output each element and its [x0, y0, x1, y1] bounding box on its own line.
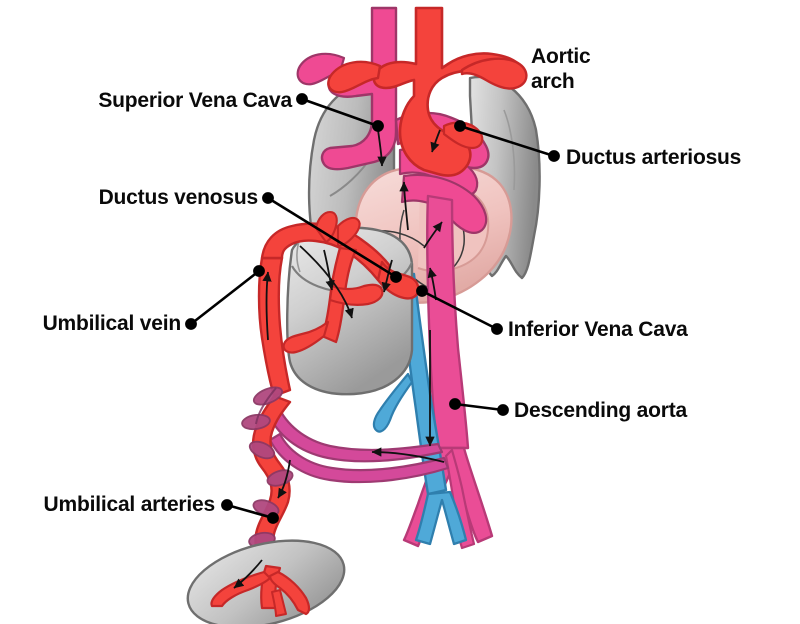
leader-ductus-venosus — [262, 192, 402, 283]
label-superior-vena-cava: Superior Vena Cava — [98, 89, 292, 112]
leader-umbilical-vein — [185, 265, 265, 330]
aortic-arch-vessel — [327, 6, 528, 177]
flow-arrows — [233, 129, 445, 589]
leader-lines — [185, 93, 560, 524]
label-aortic-arch-line2: arch — [531, 70, 575, 93]
label-umbilical-arteries: Umbilical arteries — [43, 493, 216, 516]
label-aortic-arch-line1: Aortic — [531, 45, 591, 68]
leader-umbilical-arteries — [221, 499, 279, 524]
leader-inferior-vena-cava — [416, 285, 503, 335]
label-inferior-vena-cava: Inferior Vena Cava — [508, 318, 688, 341]
label-descending-aorta: Descending aorta — [514, 399, 688, 422]
leader-descending-aorta — [449, 398, 509, 416]
label-umbilical-vein: Umbilical vein — [42, 312, 182, 335]
label-ductus-venosus: Ductus venosus — [98, 186, 259, 209]
leader-superior-vena-cava — [296, 93, 384, 132]
leader-ductus-arteriosus — [454, 120, 560, 162]
label-aortic-arch: Aortic arch — [531, 44, 591, 94]
label-ductus-arteriosus: Ductus arteriosus — [566, 146, 742, 169]
umbilical-cord — [241, 386, 450, 568]
placenta — [186, 539, 346, 624]
